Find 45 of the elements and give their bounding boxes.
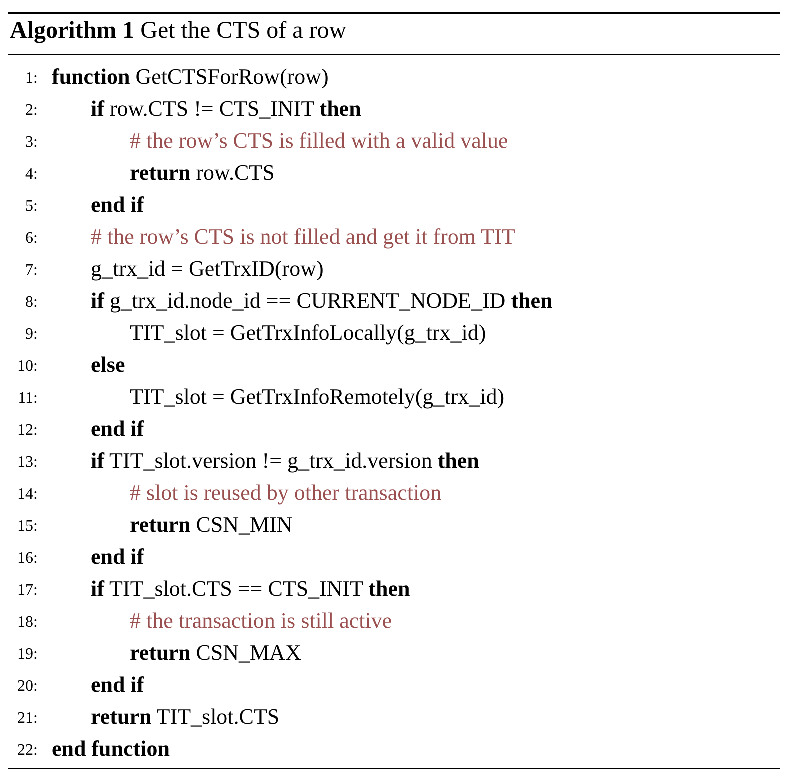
line-number: 12: [16,421,38,441]
line-number: 9: [24,325,38,345]
line-number: 7: [24,261,38,281]
code-line: if TIT_slot.CTS == CTS_INIT then [91,576,410,602]
code-line: if g_trx_id.node_id == CURRENT_NODE_ID then [91,288,553,314]
code-line: function GetCTSForRow(row) [52,64,329,90]
code-line: if TIT_slot.version != g_trx_id.version then [91,448,480,474]
line-number: 17: [16,581,38,601]
code-line: end if [91,416,144,442]
line-number: 11: [17,389,38,409]
line-number: 5: [24,197,38,217]
code-comment: # the transaction is still active [130,608,392,634]
code-line: return row.CTS [130,160,275,186]
code-line: end if [91,544,144,570]
line-number: 14: [16,485,38,505]
line-number: 15: [16,517,38,537]
code-line: return CSN_MIN [130,512,293,538]
line-number: 4: [24,165,38,185]
code-comment: # the row’s CTS is filled with a valid value [130,128,508,154]
line-number: 16: [16,549,38,569]
code-line: end if [91,192,144,218]
line-number: 3: [24,133,38,153]
line-number: 10: [16,357,38,377]
line-number: 13: [16,453,38,473]
line-number: 2: [24,101,38,121]
code-line: else [91,352,126,378]
line-number: 22: [16,741,38,761]
line-number: 1: [24,69,38,89]
code-comment: # slot is reused by other transaction [130,480,442,506]
line-number: 21: [16,709,38,729]
code-line: TIT_slot = GetTrxInfoLocally(g_trx_id) [130,320,486,346]
code-line: return TIT_slot.CTS [91,704,280,730]
algorithm-title: Algorithm 1 Get the CTS of a row [10,18,347,44]
code-line: g_trx_id = GetTrxID(row) [91,256,324,282]
code-line: TIT_slot = GetTrxInfoRemotely(g_trx_id) [130,384,505,410]
line-number: 19: [16,645,38,665]
line-number: 18: [16,613,38,633]
code-line: if row.CTS != CTS_INIT then [91,96,362,122]
code-comment: # the row’s CTS is not filled and get it from TIT [91,224,516,250]
line-number: 20: [16,677,38,697]
code-line: end if [91,672,144,698]
code-line: return CSN_MAX [130,640,302,666]
code-line: end function [52,736,170,762]
line-number: 6: [24,229,38,249]
line-number: 8: [24,293,38,313]
